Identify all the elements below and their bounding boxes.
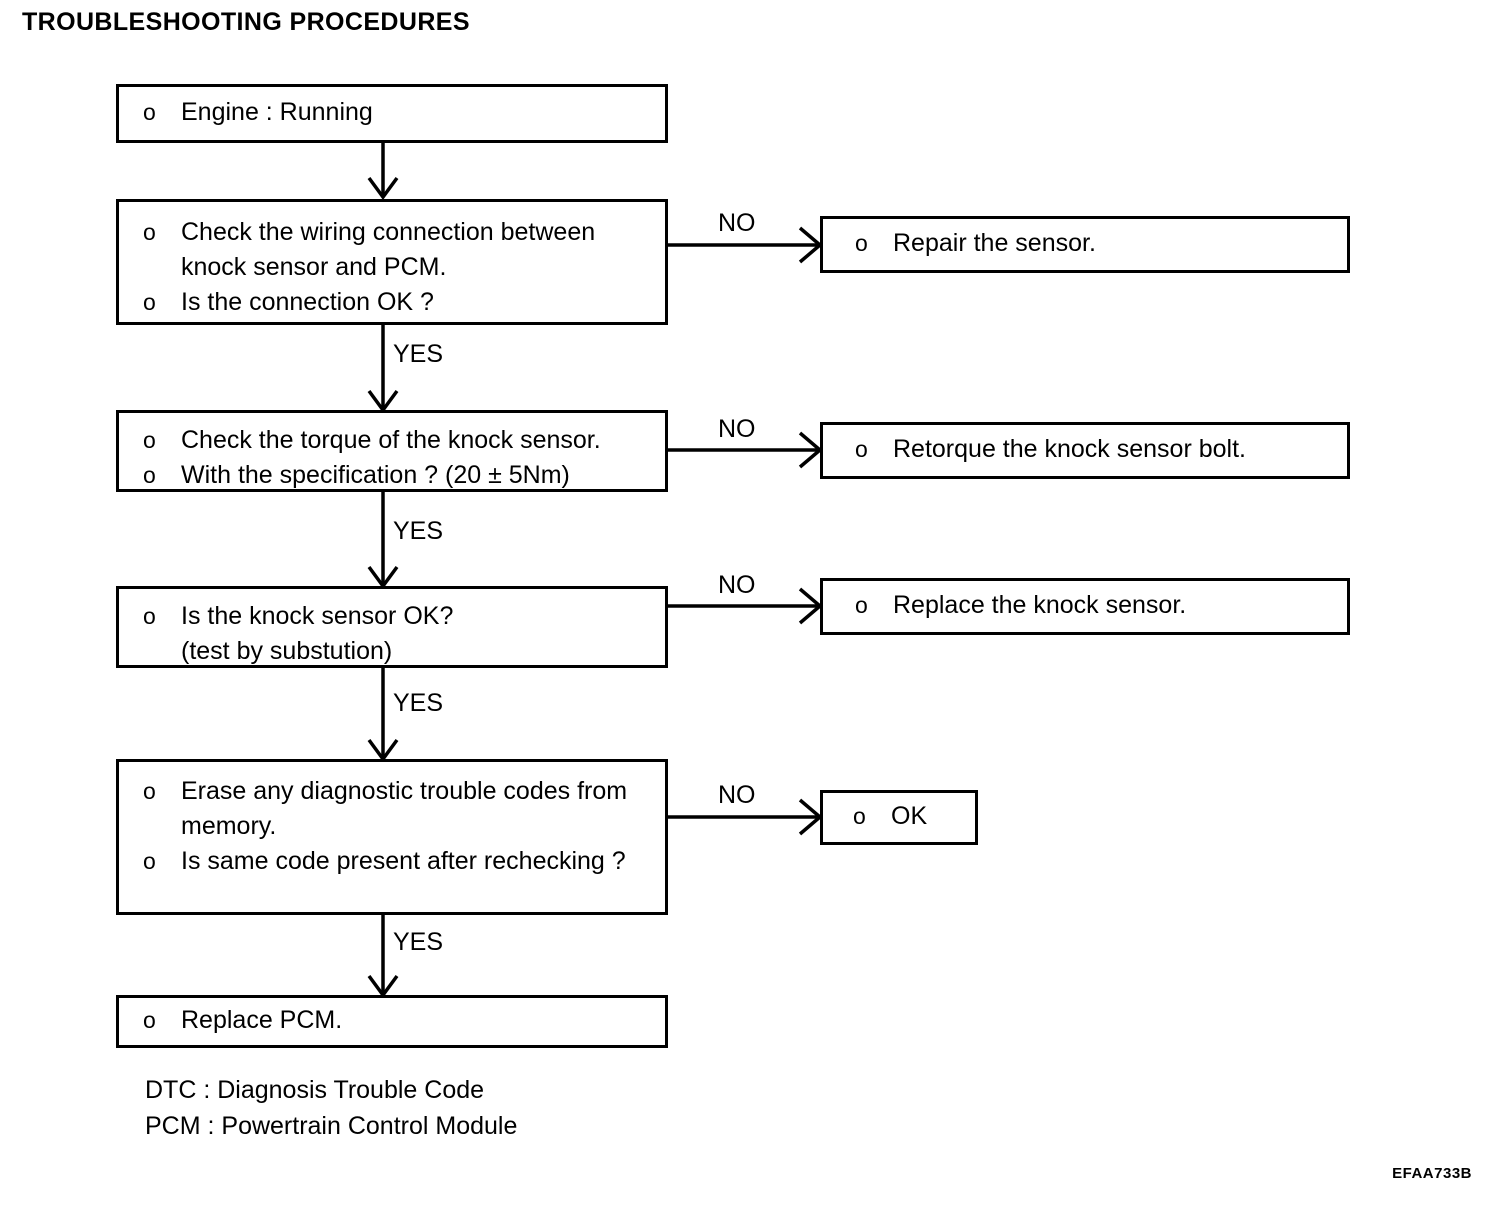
node-line: knock sensor and PCM. <box>181 253 447 281</box>
node-line: Is the connection OK ? <box>137 285 655 320</box>
legend: DTC : Diagnosis Trouble Code PCM : Power… <box>145 1072 517 1144</box>
node-check-torque: Check the torque of the knock sensor. Wi… <box>116 410 668 493</box>
node-erase-diagnostic-codes: Erase any diagnostic trouble codes from … <box>116 759 668 915</box>
legend-entry-dtc: DTC : Diagnosis Trouble Code <box>145 1076 485 1104</box>
legend-entry-pcm: PCM : Powertrain Control Module <box>145 1112 518 1140</box>
edge-label-yes-4: YES <box>393 928 444 956</box>
edge-label-yes-3: YES <box>393 689 444 717</box>
node-line: Replace the knock sensor. <box>849 588 1337 623</box>
edge-label-yes-1: YES <box>393 340 444 368</box>
edge-label-no-4: NO <box>718 781 756 809</box>
page-title: TROUBLESHOOTING PROCEDURES <box>22 8 470 36</box>
edge-label-no-1: NO <box>718 209 756 237</box>
edge-label-no-2: NO <box>718 415 756 443</box>
node-is-knock-sensor-ok: Is the knock sensor OK? (test by substut… <box>116 586 668 668</box>
node-repair-the-sensor: Repair the sensor. <box>820 216 1350 273</box>
node-line: (test by substution) <box>181 637 393 665</box>
node-line: Retorque the knock sensor bolt. <box>849 432 1337 467</box>
edge-label-yes-2: YES <box>393 517 444 545</box>
node-line: OK <box>847 799 965 834</box>
node-line: Is the knock sensor OK? <box>137 599 655 634</box>
node-ok: OK <box>820 790 978 845</box>
node-line: With the specification ? (20 ± 5Nm) <box>137 458 655 493</box>
node-check-wiring-connection: Check the wiring connection between knoc… <box>116 199 668 325</box>
node-retorque-knock-sensor-bolt: Retorque the knock sensor bolt. <box>820 422 1350 479</box>
node-line: Repair the sensor. <box>849 226 1337 261</box>
node-line: Is same code present after rechecking ? <box>137 844 655 879</box>
node-line: Engine : Running <box>137 95 655 130</box>
node-line: memory. <box>181 812 277 840</box>
node-line: Erase any diagnostic trouble codes from <box>137 774 655 809</box>
figure-code: EFAA733B <box>1392 1165 1472 1182</box>
edge-label-no-3: NO <box>718 571 756 599</box>
node-replace-knock-sensor: Replace the knock sensor. <box>820 578 1350 635</box>
node-line: Check the wiring connection between <box>137 215 655 250</box>
node-line: Check the torque of the knock sensor. <box>137 423 655 458</box>
node-replace-pcm: Replace PCM. <box>116 995 668 1048</box>
node-line: Replace PCM. <box>137 1003 655 1038</box>
node-engine-running: Engine : Running <box>116 84 668 143</box>
